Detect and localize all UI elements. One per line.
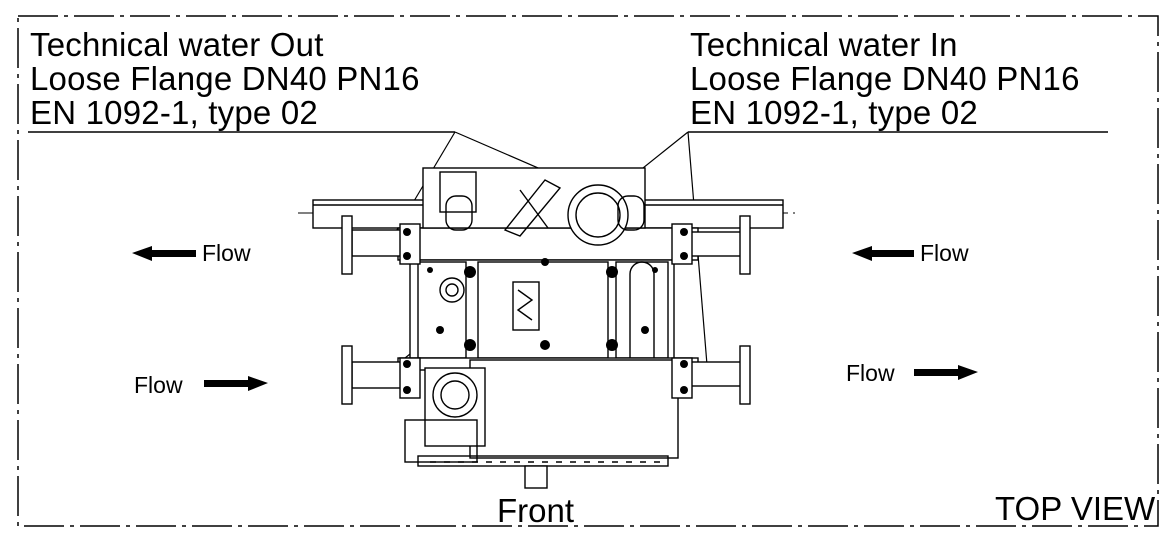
flow-label-left-bottom: Flow [134,372,183,398]
flow-label-left-top: Flow [202,240,251,266]
callout-technical-water-in: Technical water In Loose Flange DN40 PN1… [690,28,1080,130]
callout-in-line-1: Technical water In [690,26,958,63]
flow-arrow-right-right-bottom [914,365,978,380]
front-label: Front [497,492,575,529]
flow-arrow-left-top [132,246,196,261]
callout-in-line-2: Loose Flange DN40 PN16 [690,60,1080,97]
callout-out-line-3: EN 1092-1, type 02 [30,94,318,131]
flow-label-right-top: Flow [920,240,969,266]
view-label: TOP VIEW [995,490,1156,527]
flow-arrows [132,246,978,391]
callout-out-line-1: Technical water Out [30,26,324,63]
callout-in-line-3: EN 1092-1, type 02 [690,94,978,131]
machine-assembly [312,167,784,489]
callout-out-line-2: Loose Flange DN40 PN16 [30,60,420,97]
flow-arrow-right-bottom [204,376,268,391]
callout-technical-water-out: Technical water Out Loose Flange DN40 PN… [30,28,420,130]
drawing-frame [17,15,1159,527]
flow-arrow-left-right-top [852,246,914,261]
flow-label-right-bottom: Flow [846,360,895,386]
